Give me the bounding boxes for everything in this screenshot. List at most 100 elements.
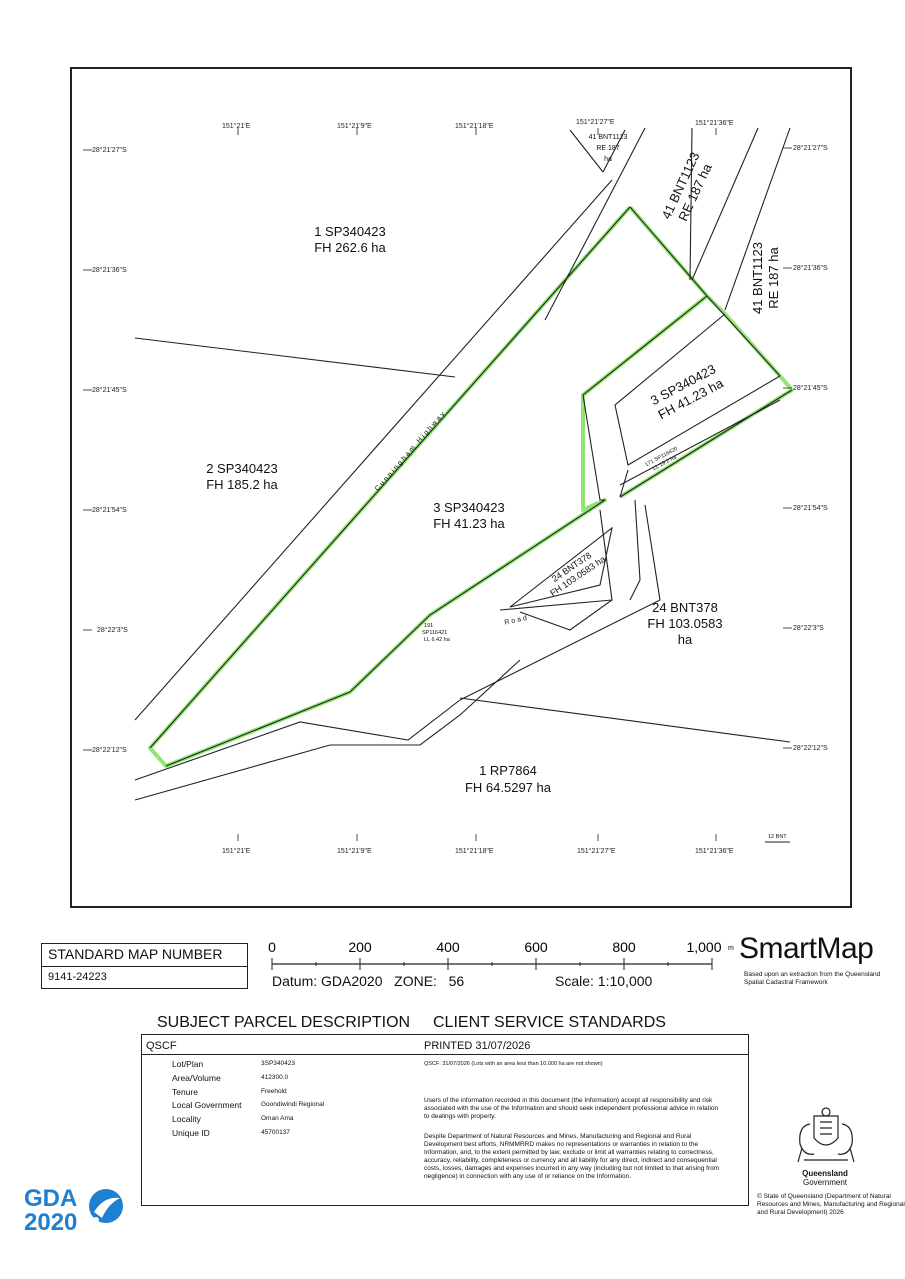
parcel-description-box: QSCF PRINTED 31/07/2026 QSCF: 31/07/2026… [141, 1034, 749, 1206]
parcel-lotplan: 1 RP7864 [479, 763, 537, 778]
coord-right-2: 28°21'36"S [793, 264, 828, 272]
coord-top-4: 151°21'27"E [576, 118, 615, 126]
coord-left-6: 28°22'12"S [92, 746, 127, 754]
parcel-area: FH 64.5297 ha [465, 780, 552, 795]
gda-logo-text-line2: 2020 [24, 1209, 77, 1232]
client-service-heading: CLIENT SERVICE STANDARDS [433, 1014, 666, 1031]
standard-map-box: STANDARD MAP NUMBER 9141-24223 [41, 943, 248, 989]
parcel-label-24bnt-small[interactable]: 24 BNT378 FH 103.0583 ha [542, 545, 607, 599]
parcel-area: RE 187 ha [766, 247, 781, 309]
wordmark-line2: Government [802, 1178, 848, 1187]
parcel-area: FH 41.23 ha [433, 516, 505, 531]
parcel-lotplan: 1 SP340423 [314, 224, 386, 239]
parcel-lotplan: 2 SP340423 [206, 461, 278, 476]
scale-tick-label: 1,000 [686, 939, 721, 955]
field-label-locality: Locality [172, 1114, 201, 1124]
coord-left-5: 28°22'3"S [97, 626, 128, 634]
field-label-lotplan: Lot/Plan [172, 1059, 204, 1069]
scale-tick-label: 400 [436, 939, 460, 955]
field-label-local-government: Local Government [172, 1100, 242, 1110]
coord-right-5: 28°22'3"S [793, 624, 824, 632]
cadastral-map[interactable]: 151°21'E 151°21'9"E 151°21'18"E 151°21'2… [0, 0, 905, 910]
coord-bottom-2: 151°21'9"E [337, 847, 372, 855]
parcel-boundaries [134, 127, 793, 843]
coord-bottom-5: 151°21'36"E [695, 847, 734, 855]
field-label-unique-id: Unique ID [172, 1128, 210, 1138]
parcel-area: FH 262.6 ha [314, 240, 386, 255]
parcel-area-unit: ha [678, 632, 693, 647]
scale-tick-label: 200 [348, 939, 372, 955]
field-value-unique-id: 45700137 [261, 1129, 290, 1136]
coord-right-3: 28°21'45"S [793, 384, 828, 392]
queensland-government-wordmark: Queensland Government [796, 1169, 854, 1187]
parcel-label-3sp[interactable]: 3 SP340423 FH 41.23 ha [433, 500, 505, 531]
field-value-local-government: Goondiwindi Regional [261, 1101, 325, 1108]
standard-map-title: STANDARD MAP NUMBER [48, 946, 223, 962]
parcel-lotplan: 191 [424, 623, 433, 629]
gda2020-logo-icon: GDA 2020 [24, 1185, 123, 1232]
coord-bottom-1: 151°21'E [222, 847, 251, 855]
description-divider [142, 1054, 748, 1055]
standard-map-number: 9141-24223 [48, 971, 107, 983]
scale-ratio: Scale: 1:10,000 [555, 973, 653, 989]
disclaimer-responsibility: Users of the information recorded in thi… [424, 1097, 719, 1120]
field-value-locality: Oman Ama [261, 1115, 294, 1122]
coord-bottom-3: 151°21'18"E [455, 847, 494, 855]
road-label-highway: Cunningham Highway [374, 409, 448, 492]
coord-top-1: 151°21'E [222, 122, 251, 130]
parcel-plan: SP116421 [422, 630, 447, 636]
parcel-label-191sp[interactable]: 191 SP116421 LL 6.42 ha [422, 623, 451, 643]
parcel-label-1sp[interactable]: 1 SP340423 FH 262.6 ha [314, 224, 386, 255]
parcel-label-2sp[interactable]: 2 SP340423 FH 185.2 ha [206, 461, 278, 492]
parcel-area-unit: ha [604, 156, 612, 163]
datum-zone: Datum: GDA2020 ZONE: 56 [272, 973, 465, 989]
disclaimer-warranties: Despite Department of Natural Resources … [424, 1133, 720, 1180]
scale-tick-label: 600 [524, 939, 548, 955]
field-value-lotplan: 3SP340423 [261, 1060, 295, 1067]
field-label-tenure: Tenure [172, 1087, 198, 1097]
coord-right-1: 28°21'27"S [793, 144, 828, 152]
coord-left-4: 28°21'54"S [92, 506, 127, 514]
field-label-area: Area/Volume [172, 1073, 221, 1083]
qscf-note: QSCF: 31/07/2026 (Lots with an area less… [424, 1061, 603, 1067]
field-value-tenure: Freehold [261, 1088, 287, 1095]
parcel-area: FH 103.0583 [647, 616, 722, 631]
coordinate-ticks [83, 128, 792, 841]
parcel-area: RE 187 [596, 145, 619, 152]
parcel-label-1rp[interactable]: 1 RP7864 FH 64.5297 ha [465, 763, 552, 795]
qscf-label: QSCF [146, 1040, 177, 1052]
parcel-lotplan: 3 SP340423 [433, 500, 505, 515]
parcel-label-24bnt[interactable]: 24 BNT378 FH 103.0583 ha [647, 600, 722, 647]
scale-tick-label: 800 [612, 939, 636, 955]
subject-parcel-heading: SUBJECT PARCEL DESCRIPTION [157, 1014, 411, 1031]
parcel-label-3sp-east[interactable]: 3 SP340423 FH 41.23 ha [648, 361, 726, 422]
wordmark-line1: Queensland [802, 1169, 848, 1178]
scale-unit: m [728, 945, 734, 952]
scale-bar: 0 200 400 600 800 1,000 m [268, 939, 734, 970]
coord-bottom-4: 151°21'27"E [577, 847, 616, 855]
map-frame[interactable] [70, 67, 852, 908]
smartmap-subtitle: Based upon an extraction from the Queens… [744, 971, 881, 986]
coord-right-4: 28°21'54"S [793, 504, 828, 512]
parcel-label-12bnt[interactable]: 12 BNT [768, 834, 787, 840]
standard-map-divider [42, 966, 247, 967]
coord-right-6: 28°22'12"S [793, 744, 828, 752]
parcel-label-41bnt-b[interactable]: 41 BNT1123 RE 187 ha [750, 242, 781, 314]
road-label-local: Road [504, 615, 530, 627]
coord-top-2: 151°21'9"E [337, 122, 372, 130]
coord-left-2: 28°21'36"S [92, 266, 127, 274]
parcel-area: LL 6.42 ha [424, 637, 451, 643]
queensland-crest-icon [797, 1107, 855, 1163]
smartmap-logo: SmartMap [739, 932, 874, 965]
coord-top-3: 151°21'18"E [455, 122, 494, 130]
parcel-label-41bnt-c[interactable]: 41 BNT1123 RE 187 ha [589, 134, 628, 163]
gda-logo-text-line1: GDA [24, 1185, 77, 1212]
field-value-area: 412300.0 [261, 1074, 289, 1081]
coord-left-3: 28°21'45"S [92, 386, 127, 394]
parcel-lotplan: 24 BNT378 [652, 600, 718, 615]
parcel-lotplan: 41 BNT1123 [750, 242, 765, 314]
parcel-area: FH 185.2 ha [206, 477, 278, 492]
parcel-label-41bnt-a[interactable]: 41 BNT1123 RE 187 ha [658, 150, 717, 228]
printed-date: PRINTED 31/07/2026 [424, 1040, 531, 1052]
coord-top-5: 151°21'36"E [695, 119, 734, 127]
